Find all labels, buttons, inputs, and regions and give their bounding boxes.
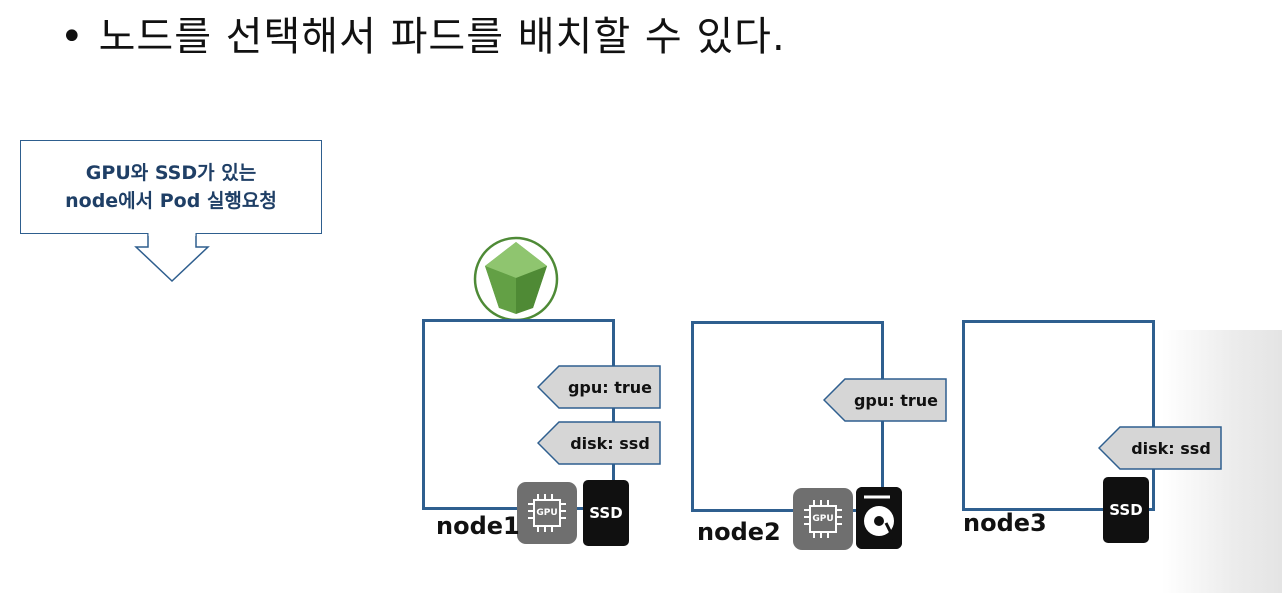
ssd-text: SSD [1109, 501, 1143, 519]
gpu-chip-text: GPU [536, 508, 558, 518]
label-tag-disk: disk: ssd [1098, 426, 1222, 470]
chip-pin [528, 503, 533, 505]
heading-text: 노드를 선택해서 파드를 배치할 수 있다. [98, 14, 786, 60]
chip-pin [544, 494, 546, 499]
node3-label: node3 [963, 509, 1047, 537]
chip-pin [813, 500, 815, 505]
gpu-chip-core: GPU [533, 499, 561, 527]
tag-text: disk: ssd [1131, 438, 1211, 458]
chip-pin [561, 517, 566, 519]
node2-label: node2 [697, 518, 781, 546]
ssd-icon: SSD [1103, 477, 1149, 543]
label-tag-disk: disk: ssd [537, 421, 661, 465]
chip-pin [804, 509, 809, 511]
chip-pin [804, 523, 809, 525]
chip-pin [827, 500, 829, 505]
tag-text: gpu: true [853, 390, 939, 410]
chip-pin [551, 527, 553, 532]
down-arrow-icon [134, 233, 210, 283]
label-tag-gpu: gpu: true [823, 378, 947, 422]
gpu-chip-icon: GPU [793, 488, 853, 550]
chip-pin [837, 509, 842, 511]
chip-pin [528, 517, 533, 519]
chip-pin [537, 527, 539, 532]
chip-pin [561, 503, 566, 505]
pod-cube-icon [473, 236, 559, 322]
gpu-chip-icon: GPU [517, 482, 577, 544]
ssd-text: SSD [589, 504, 623, 522]
chip-pin [544, 527, 546, 532]
pod-request-callout: GPU와 SSD가 있는 node에서 Pod 실행요청 [20, 140, 322, 234]
heading-bullet: • [60, 14, 85, 60]
ssd-icon: SSD [583, 480, 629, 546]
chip-pin [561, 510, 566, 512]
page-heading: • 노드를 선택해서 파드를 배치할 수 있다. [60, 4, 786, 62]
gpu-chip-text: GPU [812, 514, 834, 524]
request-line-1: GPU와 SSD가 있는 [85, 162, 257, 184]
hdd-icon [856, 487, 902, 549]
label-tag-gpu: gpu: true [537, 365, 661, 409]
chip-pin [813, 533, 815, 538]
chip-pin [528, 510, 533, 512]
node1-box [422, 319, 615, 510]
chip-pin [820, 533, 822, 538]
chip-pin [820, 500, 822, 505]
chip-pin [837, 516, 842, 518]
chip-pin [551, 494, 553, 499]
chip-pin [537, 494, 539, 499]
tag-text: gpu: true [567, 377, 653, 397]
request-line-2: node에서 Pod 실행요청 [65, 190, 277, 212]
chip-pin [804, 516, 809, 518]
tag-text: disk: ssd [570, 433, 650, 453]
chip-pin [837, 523, 842, 525]
chip-pin [827, 533, 829, 538]
gpu-chip-core: GPU [809, 505, 837, 533]
node1-label: node1 [436, 512, 520, 540]
